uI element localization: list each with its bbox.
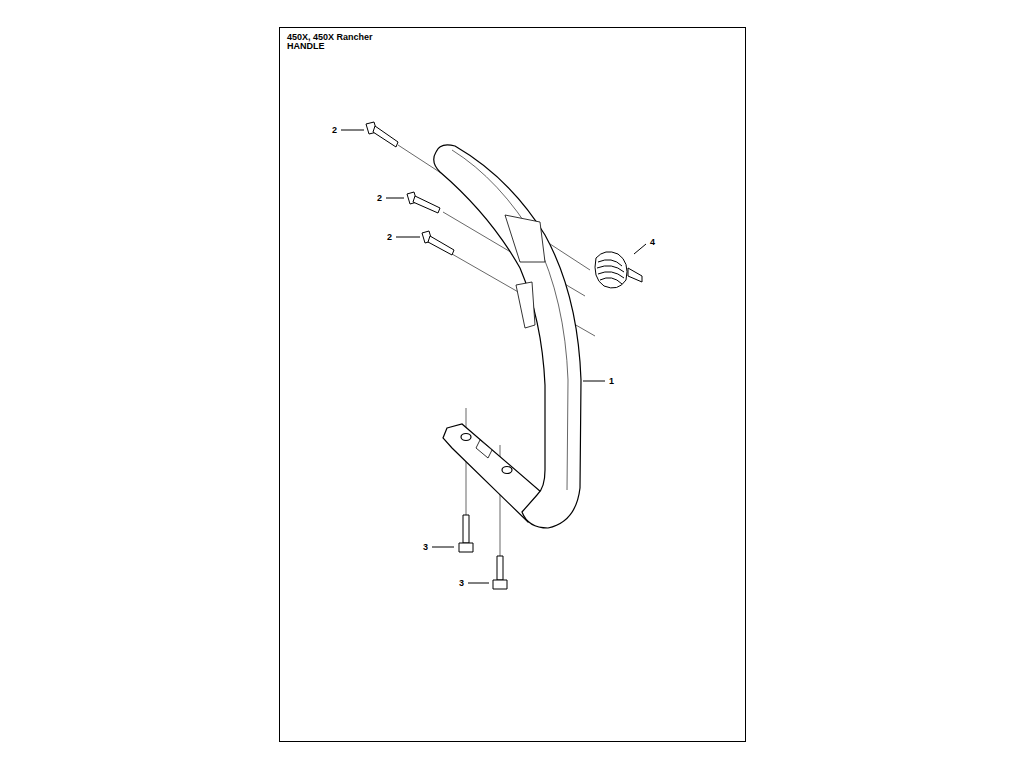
callout-number: 2 xyxy=(376,194,383,203)
callout-number: 3 xyxy=(458,579,465,588)
page-frame xyxy=(280,28,746,742)
screws xyxy=(366,122,507,589)
callout-number: 1 xyxy=(608,377,615,386)
diagram-title: 450X, 450X Rancher xyxy=(287,33,373,42)
callout-number: 2 xyxy=(331,126,338,135)
callout-number: 4 xyxy=(649,238,656,247)
callout-number: 2 xyxy=(386,233,393,242)
leader-lines xyxy=(341,130,646,583)
callout-number: 3 xyxy=(422,543,429,552)
diagram-subtitle: HANDLE xyxy=(287,42,325,51)
handle-bar xyxy=(434,145,581,528)
spring-buffer xyxy=(595,252,642,288)
